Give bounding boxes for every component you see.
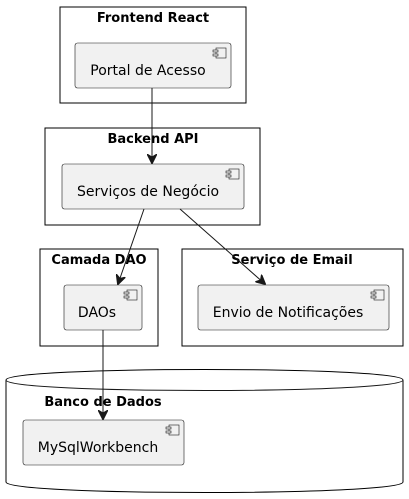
- component-icon: [370, 289, 385, 301]
- component-icon: [225, 168, 240, 180]
- component-icon: [165, 424, 180, 436]
- component-mysqlworkbench-box: [22, 419, 185, 466]
- package-camada-dao-title: Camada DAO: [51, 253, 146, 268]
- package-frontend-react-title: Frontend React: [97, 11, 209, 26]
- component-daos[interactable]: DAOs: [63, 284, 143, 331]
- edges: [103, 88, 265, 419]
- component-envio-de-notificacoes[interactable]: Envio de Notificações: [197, 284, 390, 331]
- component-envio-de-notificacoes-box: [197, 284, 390, 331]
- component-portal-de-acesso-label: Portal de Acesso: [90, 63, 205, 79]
- component-icon: [123, 289, 138, 301]
- package-backend-api-title: Backend API: [107, 132, 198, 147]
- database-cylinder-rim: [5, 379, 404, 391]
- component-portal-de-acesso[interactable]: Portal de Acesso: [74, 42, 232, 89]
- component-servicos-de-negocio-label: Serviços de Negócio: [77, 184, 219, 200]
- component-daos-label: DAOs: [78, 305, 116, 321]
- edge-servicos-to-daos: [118, 208, 145, 284]
- component-servicos-de-negocio-box: [61, 163, 245, 210]
- component-mysqlworkbench[interactable]: MySqlWorkbench: [22, 419, 185, 466]
- edge-servicos-to-envio: [179, 208, 265, 284]
- component-envio-de-notificacoes-label: Envio de Notificações: [213, 305, 364, 321]
- package-servico-de-email-title: Serviço de Email: [231, 253, 352, 268]
- component-servicos-de-negocio[interactable]: Serviços de Negócio: [61, 163, 245, 210]
- component-icon: [212, 47, 227, 59]
- component-portal-de-acesso-box: [74, 42, 232, 89]
- component-mysqlworkbench-label: MySqlWorkbench: [38, 440, 158, 456]
